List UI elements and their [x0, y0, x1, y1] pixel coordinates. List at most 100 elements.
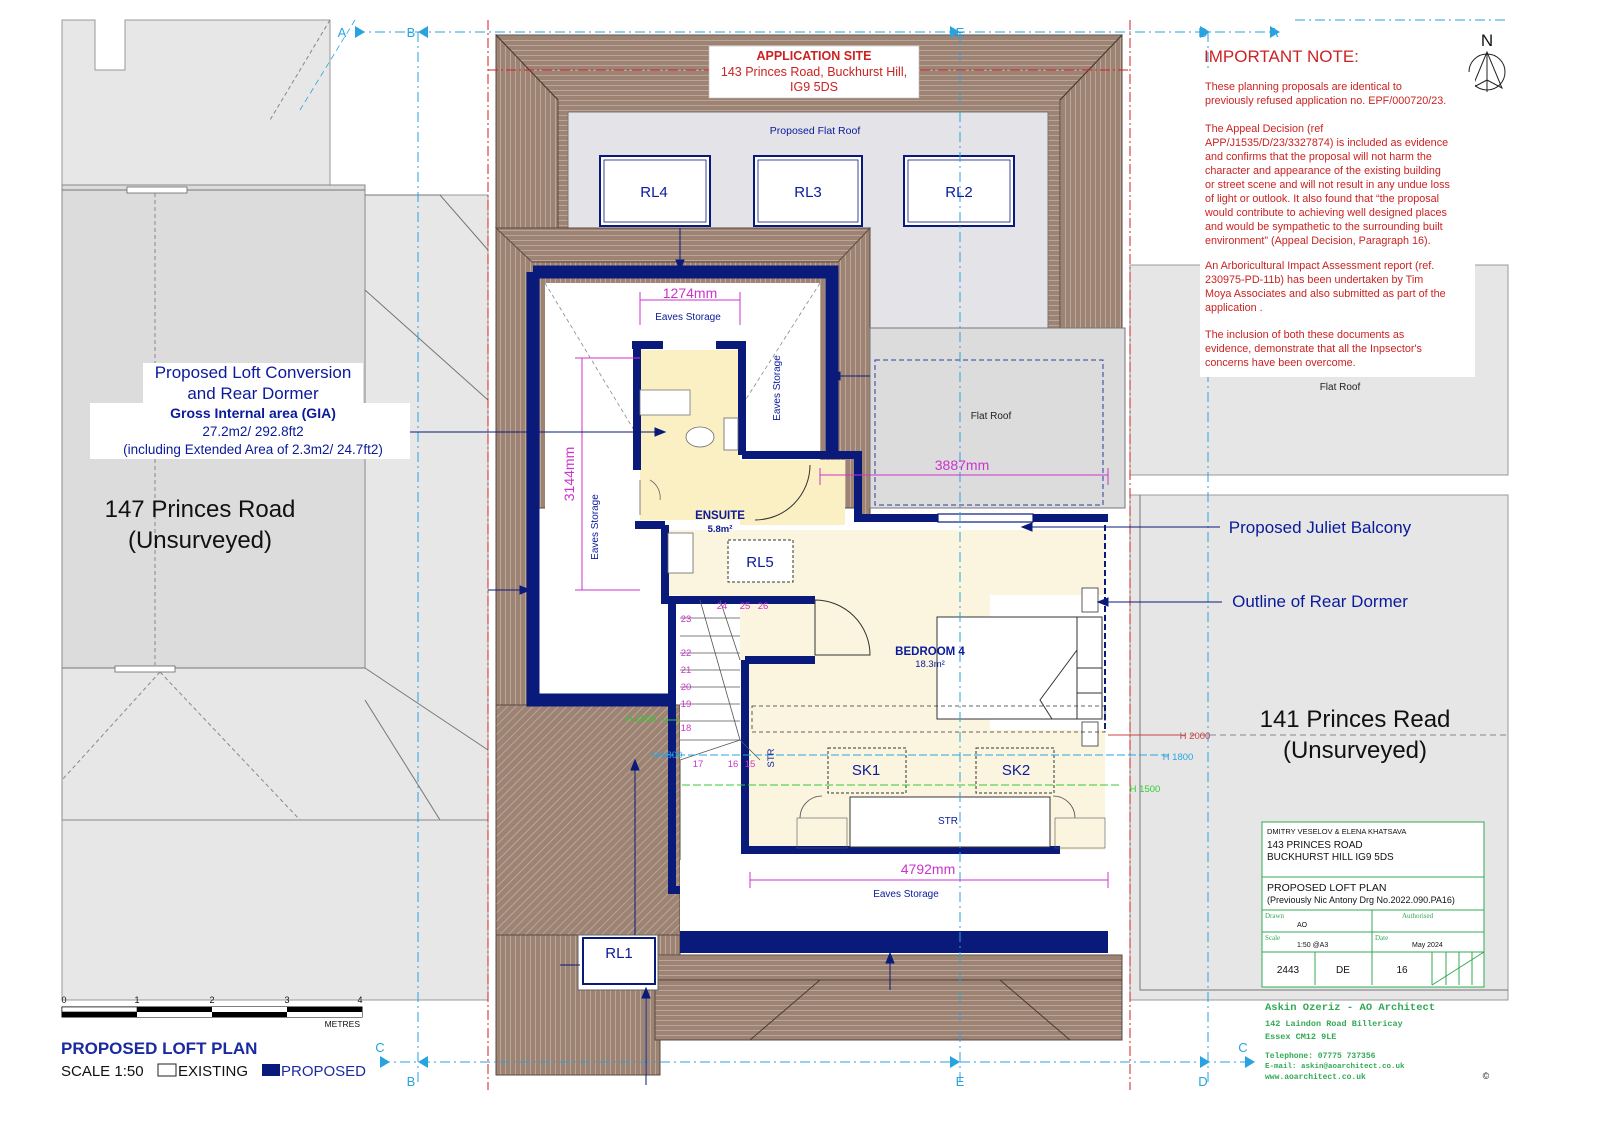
neighbour-147-note: (Unsurveyed)	[128, 527, 272, 554]
rl5-label: RL5	[746, 554, 774, 571]
scale-tick-3: 3	[284, 995, 289, 1005]
stair-step-19: 19	[681, 699, 692, 710]
scale-tick-4: 4	[357, 995, 362, 1005]
stair-step-20: 20	[681, 682, 692, 693]
note-p2-l8: and would be sympathetic to the surround…	[1205, 221, 1443, 233]
application-site-address1: 143 Princes Road, Buckhurst Hill,	[721, 65, 907, 79]
note-p3-l2: 230975-PD-11b) has been undertaken by Ti…	[1205, 274, 1423, 286]
dim-3144: 3144mm	[561, 447, 577, 501]
section-mark-d-bottom: D	[1198, 1074, 1207, 1089]
note-p2-l9: environment” (Appeal Decision, Paragraph…	[1205, 235, 1431, 247]
note-p2-l6: of light or outlook. It also found that …	[1205, 193, 1439, 205]
bedroom-label: BEDROOM 4	[895, 646, 965, 658]
note-p2-l5: or street scene and will not result in a…	[1205, 179, 1450, 191]
north-label: N	[1481, 31, 1493, 50]
tb-scale-value: 1:50 @A3	[1297, 942, 1328, 949]
architect-web: www.aoarchitect.co.uk	[1265, 1073, 1366, 1082]
sk2-label: SK2	[1002, 762, 1030, 779]
stair-step-18: 18	[681, 723, 692, 734]
height-1500-a: H 1500	[626, 714, 657, 725]
gia-line1: Proposed Loft Conversion	[155, 363, 352, 382]
note-p4-l1: The inclusion of both these documents as	[1205, 329, 1405, 341]
tb-address2: BUCKHURST HILL IG9 5DS	[1267, 852, 1394, 863]
dim-1274: 1274mm	[663, 285, 717, 301]
ensuite-label: ENSUITE	[695, 510, 745, 522]
legend-proposed: PROPOSED	[281, 1063, 366, 1080]
rl4-label: RL4	[640, 184, 668, 201]
stair-step-25: 25	[740, 601, 751, 612]
bedroom-4-room	[665, 530, 1105, 850]
height-lines	[655, 719, 1180, 786]
gia-callout-box	[90, 403, 410, 459]
height-2000: H 2000	[1180, 731, 1211, 742]
important-note-heading: IMPORTANT NOTE:	[1204, 47, 1359, 66]
height-1800-a: H 1800	[652, 750, 683, 761]
tb-drawn-label: Drawn	[1265, 912, 1285, 920]
legend-scale: SCALE 1:50	[61, 1063, 144, 1080]
section-mark-e-top: E	[956, 25, 965, 40]
dimension-lines	[575, 292, 1109, 888]
scale-bar	[61, 1006, 363, 1018]
stair-step-24: 24	[717, 601, 728, 612]
architect-email: E-mail: askin@aoarchitect.co.uk	[1265, 1063, 1405, 1071]
ensuite-area: 5.8m²	[708, 524, 733, 535]
legend-existing: EXISTING	[178, 1063, 248, 1080]
note-p4-l3: concerns have been overcome.	[1205, 357, 1356, 369]
tb-drawing-subtitle: (Previously Nic Antony Drg No.2022.090.P…	[1267, 895, 1455, 905]
stair-step-26: 26	[758, 601, 769, 612]
rear-dormer-callout: Outline of Rear Dormer	[1232, 592, 1408, 611]
eaves-bottom-label: Eaves Storage	[873, 889, 939, 900]
neighbour-141-note: (Unsurveyed)	[1283, 737, 1427, 764]
section-mark-d-top: D	[1198, 25, 1207, 40]
str-label: STR	[938, 816, 958, 827]
tb-address1: 143 PRINCES ROAD	[1267, 840, 1363, 851]
neighbour-141-name: 141 Princes Read	[1260, 706, 1451, 733]
application-site-address2: IG9 5DS	[790, 80, 838, 94]
architect-name: Askin Ozeriz - AO Architect	[1265, 1002, 1435, 1014]
dim-4792: 4792mm	[901, 861, 955, 877]
height-1800-b: H 1800	[1163, 752, 1194, 763]
proposed-flat-roof-label: Proposed Flat Roof	[770, 125, 861, 137]
application-site-box	[708, 45, 920, 99]
tb-client: DMITRY VESELOV & ELENA KHATSAVA	[1267, 827, 1406, 836]
stair-step-23: 23	[681, 614, 692, 625]
legend-proposed-swatch	[262, 1064, 280, 1076]
flat-roof-label: Flat Roof	[971, 411, 1012, 422]
tb-drg-no: 16	[1396, 965, 1408, 976]
note-p2-l3: and confirms that the proposal will not …	[1205, 151, 1432, 163]
note-p2-l2: APP/J1535/D/23/3327874) is included as e…	[1205, 137, 1448, 149]
gia-line4: 27.2m2/ 292.8ft2	[202, 424, 303, 439]
stair-step-15: 15	[745, 759, 756, 770]
neighbour-147-name: 147 Princes Road	[105, 496, 296, 523]
scale-tick-1: 1	[134, 995, 139, 1005]
architect-telephone: Telephone: 07775 737356	[1265, 1052, 1376, 1061]
section-mark-b-top: B	[407, 25, 416, 40]
sk1-label: SK1	[852, 762, 880, 779]
tb-scale-label: Scale	[1265, 934, 1280, 942]
tb-drg-code: DE	[1336, 965, 1350, 976]
scale-unit: METRES	[325, 1019, 361, 1029]
note-p3-l1: An Arboricultural Impact Assessment repo…	[1205, 260, 1434, 272]
note-p3-l3: Moya Associates and also submitted as pa…	[1205, 288, 1446, 300]
str-vertical-label: STR	[766, 748, 777, 767]
tb-drawn-value: AO	[1297, 922, 1308, 929]
stair-step-21: 21	[681, 665, 692, 676]
tb-job-no: 2443	[1277, 965, 1300, 976]
note-p2-l4: character and appearance of the existing…	[1205, 165, 1441, 177]
copyright-mark: ©	[1483, 1071, 1490, 1081]
title-block	[1261, 821, 1485, 988]
height-1500-b: H 1500	[1130, 784, 1161, 795]
neighbour-147-building	[61, 19, 489, 1001]
section-markers	[355, 26, 1280, 1068]
eaves-left-label: Eaves Storage	[590, 494, 601, 560]
note-p2-l7: would contribute to achieving well desig…	[1204, 207, 1447, 219]
tb-date-value: May 2024	[1412, 942, 1443, 949]
scale-tick-0: 0	[61, 995, 66, 1005]
eaves-top-label: Eaves Storage	[655, 312, 721, 323]
architect-address1: 142 Laindon Road Billericay	[1265, 1019, 1403, 1029]
note-p4-l2: evidence, demonstrate that all the Inpse…	[1205, 343, 1423, 355]
gia-callout-title-box	[143, 363, 363, 405]
note-p3-l4: application .	[1205, 302, 1263, 314]
rl1-label: RL1	[605, 945, 633, 962]
